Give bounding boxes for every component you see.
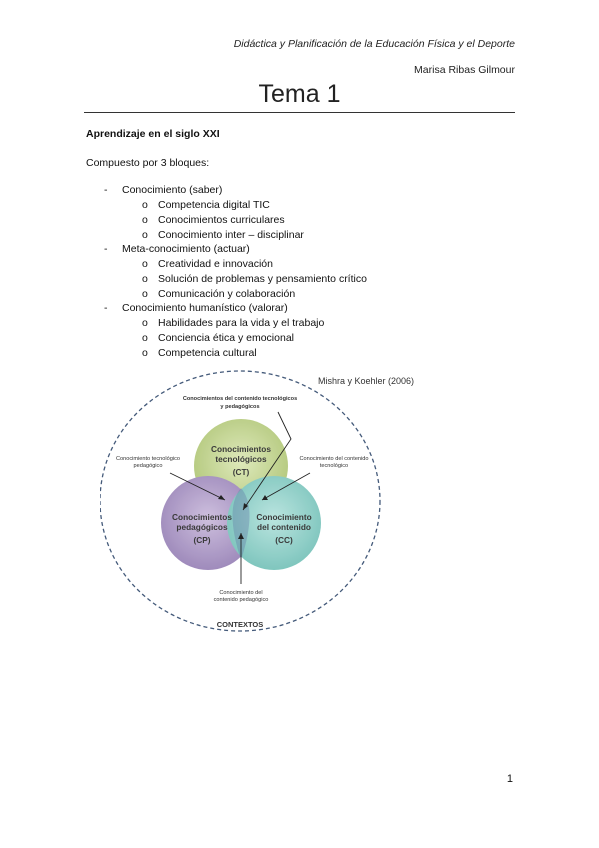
item-label: Competencia digital TIC bbox=[158, 199, 270, 211]
section-intro: Compuesto por 3 bloques: bbox=[86, 157, 210, 169]
bottom-callout-2: contenido pedagógico bbox=[214, 597, 269, 603]
circle-bullet: o bbox=[142, 288, 148, 300]
page-title: Tema 1 bbox=[258, 80, 341, 108]
item-label: Comunicación y colaboración bbox=[158, 288, 296, 300]
circle-bullet: o bbox=[142, 273, 148, 285]
cp-label-3: (CP) bbox=[193, 535, 210, 545]
circle-bullet: o bbox=[142, 332, 148, 344]
ct-label-1: Conocimientos bbox=[211, 444, 271, 454]
cp-label-2: pedagógicos bbox=[176, 522, 228, 532]
left-callout-2: pedagógico bbox=[134, 463, 163, 469]
contexts-dashed-circle bbox=[100, 370, 381, 632]
ct-label-2: tecnológicos bbox=[215, 454, 267, 464]
block-label: Meta-conocimiento (actuar) bbox=[122, 243, 250, 255]
bottom-arrowhead bbox=[238, 533, 244, 539]
tpack-venn-diagram: Mishra y Koehler (2006) Conocimientos te… bbox=[100, 370, 414, 632]
circle-bullet: o bbox=[142, 199, 148, 211]
cc-label-1: Conocimiento bbox=[256, 512, 311, 522]
top-callout-leader bbox=[242, 411, 292, 511]
circle-bullet: o bbox=[142, 214, 148, 226]
top-arrowhead bbox=[243, 503, 248, 510]
item-label: Conocimientos curriculares bbox=[158, 214, 285, 226]
item-label: Competencia cultural bbox=[158, 347, 257, 359]
item-label: Conocimiento inter – disciplinar bbox=[158, 229, 304, 241]
cc-label-2: del contenido bbox=[257, 522, 311, 532]
header-author: Marisa Ribas Gilmour bbox=[414, 64, 515, 76]
bottom-callout-1: Conocimiento del bbox=[219, 590, 262, 596]
cc-label-3: (CC) bbox=[275, 535, 293, 545]
block-label: Conocimiento (saber) bbox=[122, 184, 223, 196]
right-callout-2: tecnológico bbox=[320, 463, 348, 469]
title-divider bbox=[84, 112, 515, 113]
circle-bullet: o bbox=[142, 347, 148, 359]
top-callout-1: Conocimientos del contenido tecnológicos bbox=[183, 396, 297, 402]
item-label: Conciencia ética y emocional bbox=[158, 332, 294, 344]
circle-bullet: o bbox=[142, 258, 148, 270]
circle-bullet: o bbox=[142, 317, 148, 329]
left-callout-leader bbox=[169, 472, 226, 501]
ct-label-3: (CT) bbox=[233, 467, 250, 477]
item-label: Solución de problemas y pensamiento crít… bbox=[158, 273, 367, 285]
dash-bullet: - bbox=[104, 184, 108, 196]
right-callout-leader bbox=[261, 472, 311, 501]
page-number: 1 bbox=[506, 773, 513, 785]
right-callout-1: Conocimiento del contenido bbox=[299, 456, 368, 462]
section-heading: Aprendizaje en el siglo XXI bbox=[86, 128, 220, 140]
dash-bullet: - bbox=[104, 243, 108, 255]
contexts-label: CONTEXTOS bbox=[217, 620, 264, 629]
left-callout-1: Conocimiento tecnológico bbox=[116, 456, 180, 462]
circle-bullet: o bbox=[142, 229, 148, 241]
header-course-title: Didáctica y Planificación de la Educació… bbox=[233, 38, 515, 50]
top-callout-2: y pedagógicos bbox=[220, 404, 259, 410]
item-label: Creatividad e innovación bbox=[158, 258, 273, 270]
item-label: Habilidades para la vida y el trabajo bbox=[158, 317, 325, 329]
right-arrowhead bbox=[262, 495, 268, 500]
diagram-citation: Mishra y Koehler (2006) bbox=[318, 376, 414, 386]
dash-bullet: - bbox=[104, 302, 108, 314]
left-arrowhead bbox=[218, 495, 225, 500]
cp-label-1: Conocimientos bbox=[172, 512, 232, 522]
circle-cp bbox=[161, 476, 255, 570]
block-label: Conocimiento humanístico (valorar) bbox=[122, 302, 288, 314]
